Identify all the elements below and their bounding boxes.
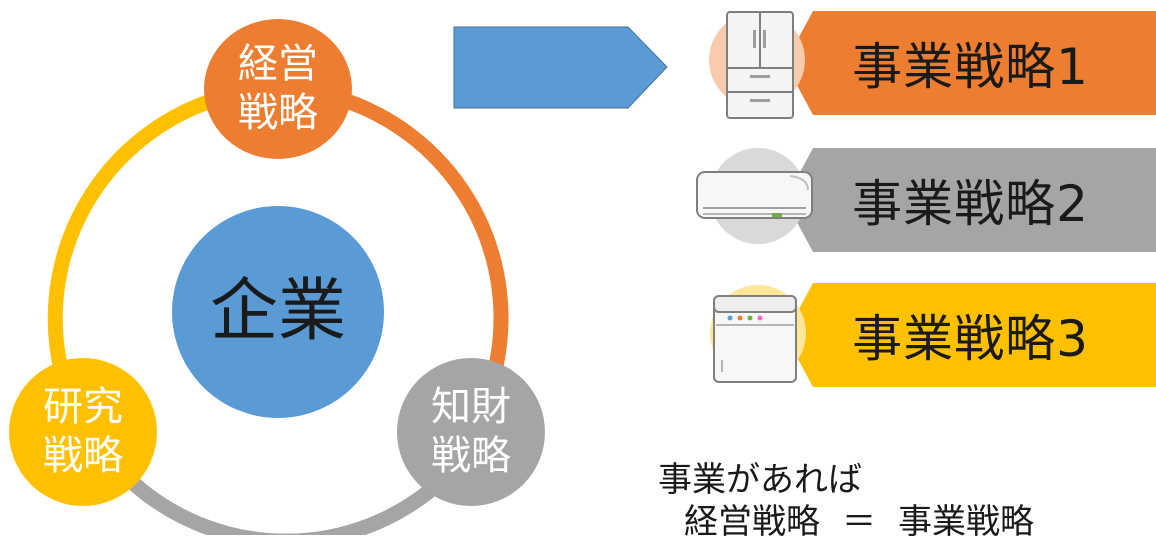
note-line-2: 経営戦略 ＝ 事業戦略 <box>684 494 1034 543</box>
arrow-shape <box>453 26 668 109</box>
note-management-strategy: 経営戦略 <box>684 502 820 542</box>
refrigerator-icon <box>709 11 805 119</box>
business-strategy-bar-1: 事業戦略1 <box>785 11 1156 115</box>
ip-strategy-node: 知財 戦略 <box>397 358 545 506</box>
business-strategy-bar-2: 事業戦略2 <box>785 148 1156 252</box>
note-business-strategy: 事業戦略 <box>898 502 1034 542</box>
business-strategy-label-3: 事業戦略3 <box>852 310 1089 368</box>
company-node: 企業 <box>172 206 384 418</box>
management-strategy-label: 経営 戦略 <box>238 41 318 136</box>
business-strategy-bar-3: 事業戦略3 <box>785 283 1156 387</box>
washing-machine-icon <box>710 285 806 383</box>
ring-arc-research-management <box>47 89 232 382</box>
ip-strategy-label: 知財 戦略 <box>431 384 511 479</box>
research-strategy-label: 研究 戦略 <box>43 384 123 479</box>
note-equals-sign: ＝ <box>842 502 876 542</box>
air-conditioner-icon <box>696 148 813 244</box>
management-strategy-node: 経営 戦略 <box>204 19 352 159</box>
research-strategy-node: 研究 戦略 <box>9 358 157 506</box>
company-label: 企業 <box>209 271 346 351</box>
business-strategy-label-1: 事業戦略1 <box>852 38 1089 96</box>
business-strategy-label-2: 事業戦略2 <box>852 175 1089 233</box>
ring-arc-management-ip <box>326 89 509 374</box>
ring-arc-ip-research <box>124 474 448 535</box>
note-line-1: 事業があれば <box>658 460 862 500</box>
